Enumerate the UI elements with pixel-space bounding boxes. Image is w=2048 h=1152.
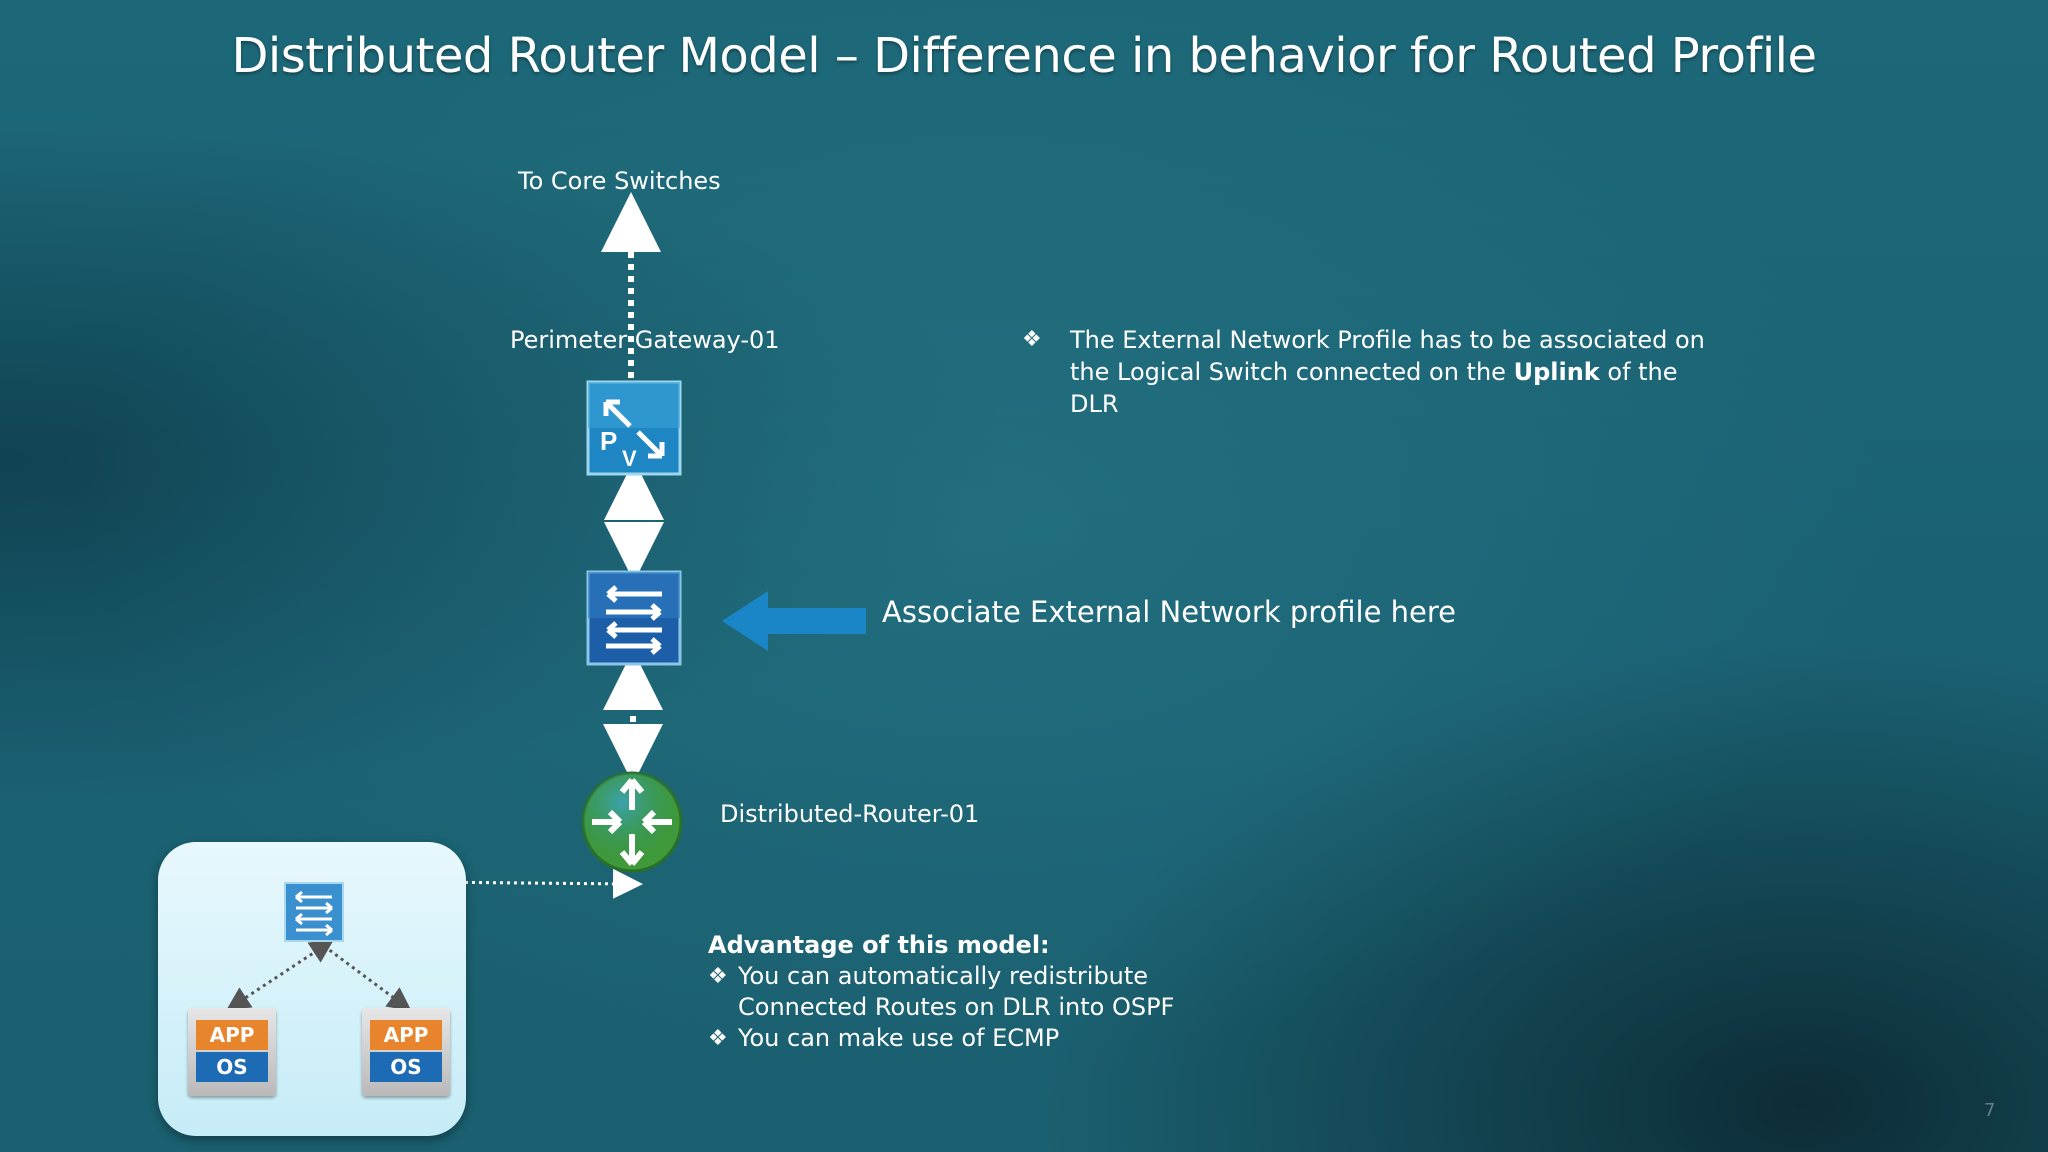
distributed-router-icon[interactable] bbox=[580, 770, 684, 874]
edge-icon-letter-v: V bbox=[622, 446, 637, 471]
advantage-text: You can make use of ECMP bbox=[738, 1024, 1060, 1052]
edge-gateway-icon[interactable]: P V bbox=[586, 380, 682, 476]
associate-profile-label: Associate External Network profile here bbox=[882, 595, 1457, 629]
note-text-end: of the DLR bbox=[1070, 358, 1678, 418]
advantage-item: ❖ You can make use of ECMP bbox=[708, 1023, 1268, 1054]
vm-network-panel: APP OS APP OS bbox=[158, 842, 466, 1136]
logical-switch-icon[interactable] bbox=[586, 570, 682, 666]
note-text: The External Network Profile has to be a… bbox=[1070, 324, 1730, 420]
vm-icon[interactable]: APP OS bbox=[362, 1008, 450, 1096]
note-bullet-icon: ❖ bbox=[1022, 327, 1042, 352]
vm-app-label: APP bbox=[196, 1020, 268, 1050]
note-text-start: The External Network Profile has to be a… bbox=[1070, 326, 1705, 386]
core-switches-label: To Core Switches bbox=[518, 167, 721, 195]
perimeter-gateway-label: Perimeter Gateway-01 bbox=[510, 326, 780, 354]
note-text-uplink: Uplink bbox=[1513, 358, 1600, 386]
vm-app-label: APP bbox=[370, 1020, 442, 1050]
slide-title: Distributed Router Model – Difference in… bbox=[231, 28, 1817, 84]
edge-icon-letter-p: P bbox=[600, 426, 617, 456]
advantage-bullet-icon: ❖ bbox=[708, 964, 728, 989]
distributed-router-label: Distributed-Router-01 bbox=[720, 800, 980, 828]
advantage-bullet-icon: ❖ bbox=[708, 1026, 728, 1051]
vm-panel-connectors bbox=[225, 939, 412, 1012]
vm-logical-switch-icon[interactable] bbox=[284, 882, 344, 942]
advantage-item: ❖ You can automatically redistribute Con… bbox=[708, 961, 1268, 1023]
vm-os-label: OS bbox=[196, 1052, 268, 1082]
advantages-title: Advantage of this model: bbox=[708, 931, 1050, 959]
vm-os-label: OS bbox=[370, 1052, 442, 1082]
advantages-block: Advantage of this model: ❖ You can autom… bbox=[708, 930, 1268, 1054]
associate-arrow bbox=[722, 591, 866, 651]
page-number: 7 bbox=[1984, 1100, 1996, 1121]
vm-icon[interactable]: APP OS bbox=[188, 1008, 276, 1096]
advantage-text: You can automatically redistribute Conne… bbox=[738, 962, 1175, 1021]
